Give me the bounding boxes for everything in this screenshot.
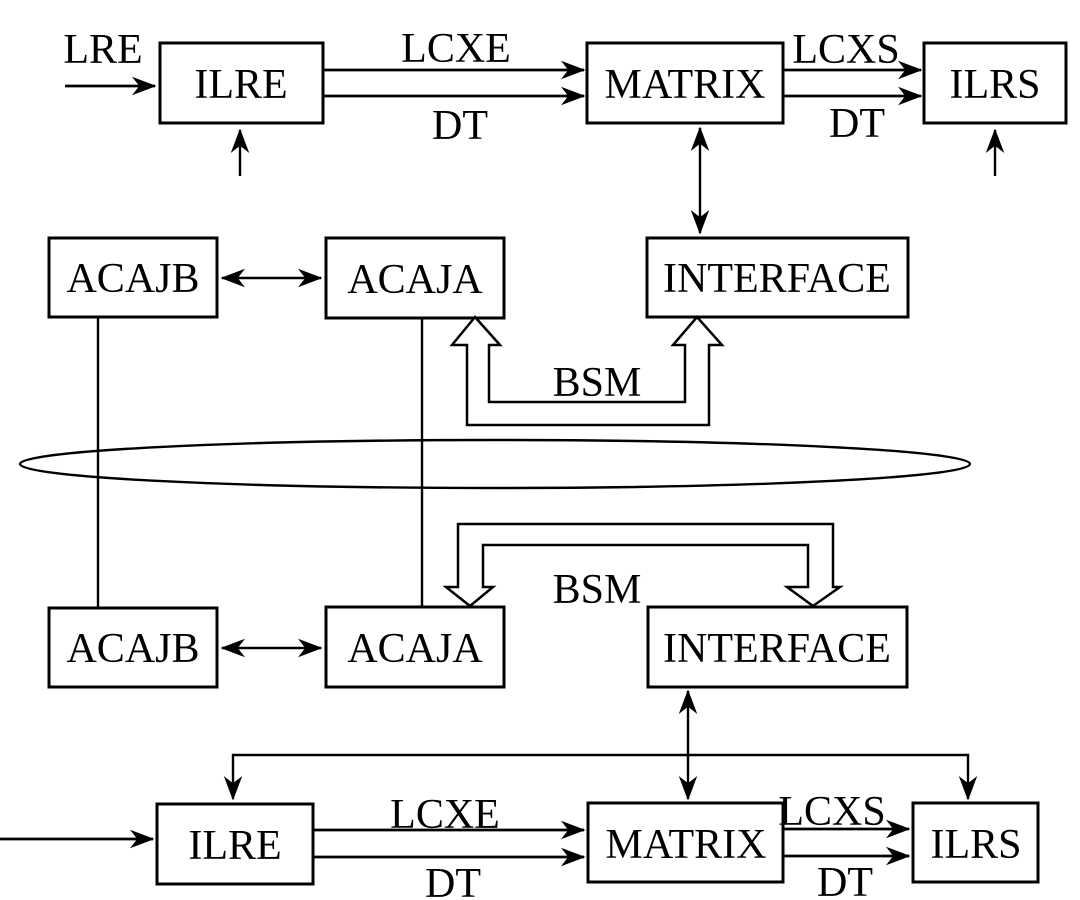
lcxe-label-top: LCXE xyxy=(401,26,511,72)
bottom-section: ILRE LCXE DT MATRIX LCXS DT ILRS xyxy=(0,789,1040,900)
lcxs-label-top: LCXS xyxy=(792,27,899,73)
acaja-box-lower xyxy=(324,605,506,689)
ilre-box-bottom xyxy=(155,802,315,886)
matrix-box-bottom xyxy=(586,801,785,884)
dt-label-bottom-right: DT xyxy=(817,860,873,900)
ilre-label-top: ILRE xyxy=(194,62,287,108)
acajb-box-upper xyxy=(47,236,219,319)
matrix-label-bottom: MATRIX xyxy=(605,822,766,868)
interface-label-lower: INTERFACE xyxy=(663,626,891,672)
acaja-label-lower: ACAJA xyxy=(347,626,483,672)
ilrs-label-bottom: ILRS xyxy=(930,822,1021,868)
lower-ring-section: BSM ACAJB ACAJA INTERFACE xyxy=(47,522,978,801)
interface-distribution-line xyxy=(223,753,978,801)
ilre-box-top xyxy=(158,41,325,125)
acajb-box-lower xyxy=(47,606,219,689)
bsm-hollow-arrows-upper xyxy=(449,315,725,427)
interface-box-lower xyxy=(646,605,909,689)
acaja-box-upper xyxy=(324,236,506,320)
ring-bus-ellipse xyxy=(18,438,972,490)
bsm-label-lower: BSM xyxy=(553,567,642,613)
acajb-label-lower: ACAJB xyxy=(66,626,199,672)
ring-bus xyxy=(18,317,972,608)
ilrs-label-top: ILRS xyxy=(949,62,1040,108)
lcxs-label-bottom: LCXS xyxy=(778,789,885,835)
matrix-box-top xyxy=(585,41,785,125)
lcxe-label-bottom: LCXE xyxy=(390,792,500,838)
acajb-label-upper: ACAJB xyxy=(66,256,199,302)
ilre-label-bottom: ILRE xyxy=(188,823,281,869)
interface-box-upper xyxy=(645,236,910,319)
bsm-hollow-arrows-lower xyxy=(442,522,844,608)
dt-label-bottom-left: DT xyxy=(425,861,481,900)
matrix-label-top: MATRIX xyxy=(604,62,765,108)
top-section: LRE ILRE LCXE DT MATRIX LCXS DT ILRS xyxy=(63,26,1068,235)
acaja-label-upper: ACAJA xyxy=(347,257,483,303)
interface-label-upper: INTERFACE xyxy=(663,256,891,302)
lre-label: LRE xyxy=(63,27,142,73)
upper-ring-section: ACAJB ACAJA INTERFACE BSM xyxy=(47,236,910,427)
bsm-label-upper: BSM xyxy=(553,360,642,406)
dt-label-top-left: DT xyxy=(432,103,488,149)
ilrs-box-bottom xyxy=(911,801,1040,884)
ilrs-box-top xyxy=(922,41,1068,125)
dt-label-top-right: DT xyxy=(829,101,885,147)
